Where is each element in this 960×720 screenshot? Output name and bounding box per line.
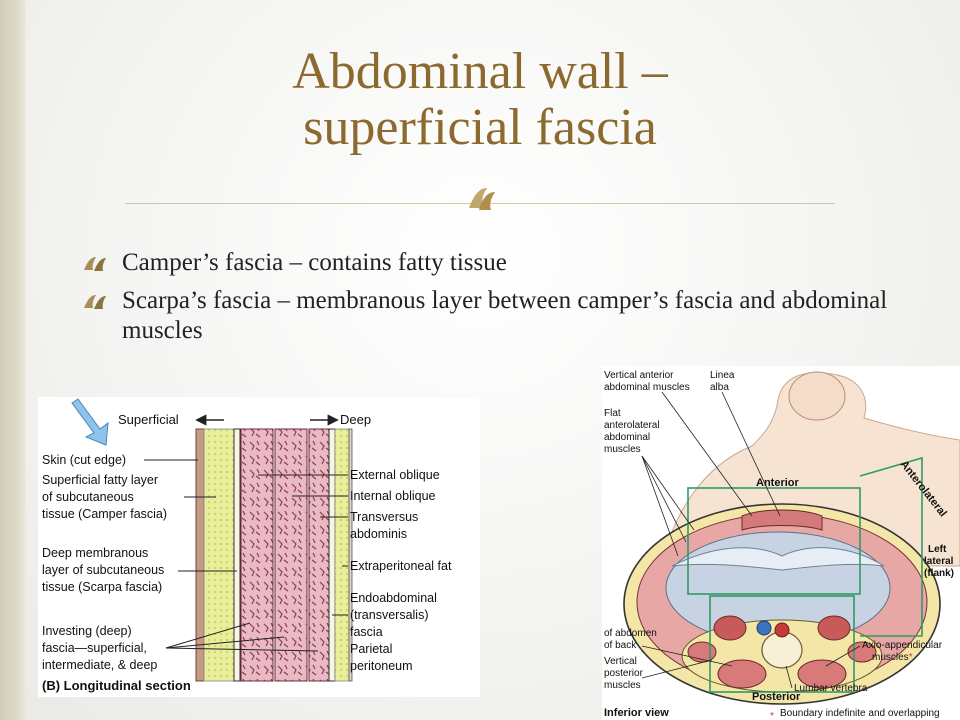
- label-parietal-2: peritoneum: [350, 659, 413, 673]
- label-endoabdominal-1: Endoabdominal: [350, 591, 437, 605]
- label-investing-3: intermediate, & deep: [42, 658, 157, 672]
- label-membranous-3: tissue (Scarpa fascia): [42, 580, 162, 594]
- label-investing-1: Investing (deep): [42, 624, 132, 638]
- transversus-layer: [308, 428, 330, 682]
- label-left-lateral-1: Left: [928, 544, 947, 555]
- label-boundary: Boundary indefinite and overlapping: [780, 708, 940, 719]
- label-vertical-posterior-2: posterior: [604, 668, 644, 679]
- label-flat-3: abdominal: [604, 432, 650, 443]
- label-flat-2: anterolateral: [604, 420, 660, 431]
- label-flat-4: muscles: [604, 444, 641, 455]
- bullet-text: Camper’s fascia – contains fatty tissue: [122, 249, 507, 276]
- external-oblique-layer: [240, 428, 274, 682]
- label-parietal-1: Parietal: [350, 642, 392, 656]
- label-of-abdomen: of abdomen: [604, 628, 657, 639]
- label-transversus-1: Transversus: [350, 510, 418, 524]
- blue-arrow-icon: [71, 398, 109, 446]
- boundary-star: *: [770, 711, 774, 720]
- label-membranous-2: layer of subcutaneous: [42, 563, 164, 577]
- label-transversus-2: abdominis: [350, 527, 407, 541]
- label-endoabdominal-3: fascia: [350, 625, 383, 639]
- label-posterior: Posterior: [752, 691, 801, 703]
- label-vertical-posterior-3: muscles: [604, 680, 641, 691]
- deep-label: Deep: [340, 412, 371, 427]
- camper-fascia-layer: [203, 428, 235, 682]
- superficial-label: Superficial: [118, 412, 179, 427]
- label-membranous-1: Deep membranous: [42, 546, 148, 560]
- label-internal-oblique: Internal oblique: [350, 489, 436, 503]
- figure-caption: (B) Longitudinal section: [42, 678, 191, 693]
- label-vertical-anterior-2: abdominal muscles: [604, 382, 690, 393]
- extraperitoneal-fat-layer: [334, 428, 350, 682]
- bullet-icon: [84, 257, 106, 271]
- scarpa-fascia-layer: [233, 428, 241, 682]
- label-axio-1: Axio-appendicular: [862, 640, 943, 651]
- title-line-2: superficial fascia: [303, 99, 657, 156]
- label-endoabdominal-2: (transversalis): [350, 608, 429, 622]
- bullet-text: Scarpa’s fascia – membranous layer betwe…: [122, 287, 888, 344]
- bullet-item: Scarpa’s fascia – membranous layer betwe…: [80, 286, 960, 346]
- label-axio-2: muscles*: [872, 652, 913, 663]
- bullet-icon: [84, 295, 106, 309]
- label-extraperitoneal: Extraperitoneal fat: [350, 559, 452, 573]
- skin-layer: [195, 428, 205, 682]
- label-fatty-2: of subcutaneous: [42, 490, 134, 504]
- bullet-list: Camper’s fascia – contains fatty tissue …: [80, 248, 960, 354]
- label-flat-1: Flat: [604, 408, 621, 419]
- bullet-item: Camper’s fascia – contains fatty tissue: [80, 248, 960, 278]
- label-fatty-1: Superficial fatty layer: [42, 473, 158, 487]
- label-of-back: of back: [604, 640, 637, 651]
- parietal-peritoneum-layer: [348, 428, 353, 682]
- label-skin: Skin (cut edge): [42, 453, 126, 467]
- anterior-region-box: [687, 487, 861, 595]
- label-external-oblique: External oblique: [350, 468, 440, 482]
- label-inferior-view: Inferior view: [604, 707, 669, 719]
- left-accent-bar: [0, 0, 26, 720]
- title-line-1: Abdominal wall –: [292, 43, 668, 100]
- longitudinal-section-figure: Superficial Deep Skin (cut edge) Superfi…: [38, 397, 480, 697]
- label-left-lateral-3: (flank): [924, 568, 954, 579]
- transversalis-fascia-layer: [328, 428, 336, 682]
- label-vertical-posterior-1: Vertical: [604, 656, 637, 667]
- slide-title: Abdominal wall – superficial fascia: [130, 44, 830, 156]
- ornament-icon: [469, 188, 495, 210]
- label-anterior: Anterior: [756, 477, 800, 489]
- label-linea-2: alba: [710, 382, 729, 393]
- label-linea-1: Linea: [710, 370, 735, 381]
- label-fatty-3: tissue (Camper fascia): [42, 507, 167, 521]
- label-lumbar-vertebra: Lumbar vertebra: [794, 683, 868, 694]
- label-vertical-anterior-1: Vertical anterior: [604, 370, 674, 381]
- label-left-lateral-2: lateral: [924, 556, 954, 567]
- cross-section-figure: Vertical anterior abdominal muscles Line…: [602, 366, 960, 720]
- internal-oblique-layer: [274, 428, 308, 682]
- label-investing-2: fascia—superficial,: [42, 641, 147, 655]
- head-drawing: [788, 371, 846, 421]
